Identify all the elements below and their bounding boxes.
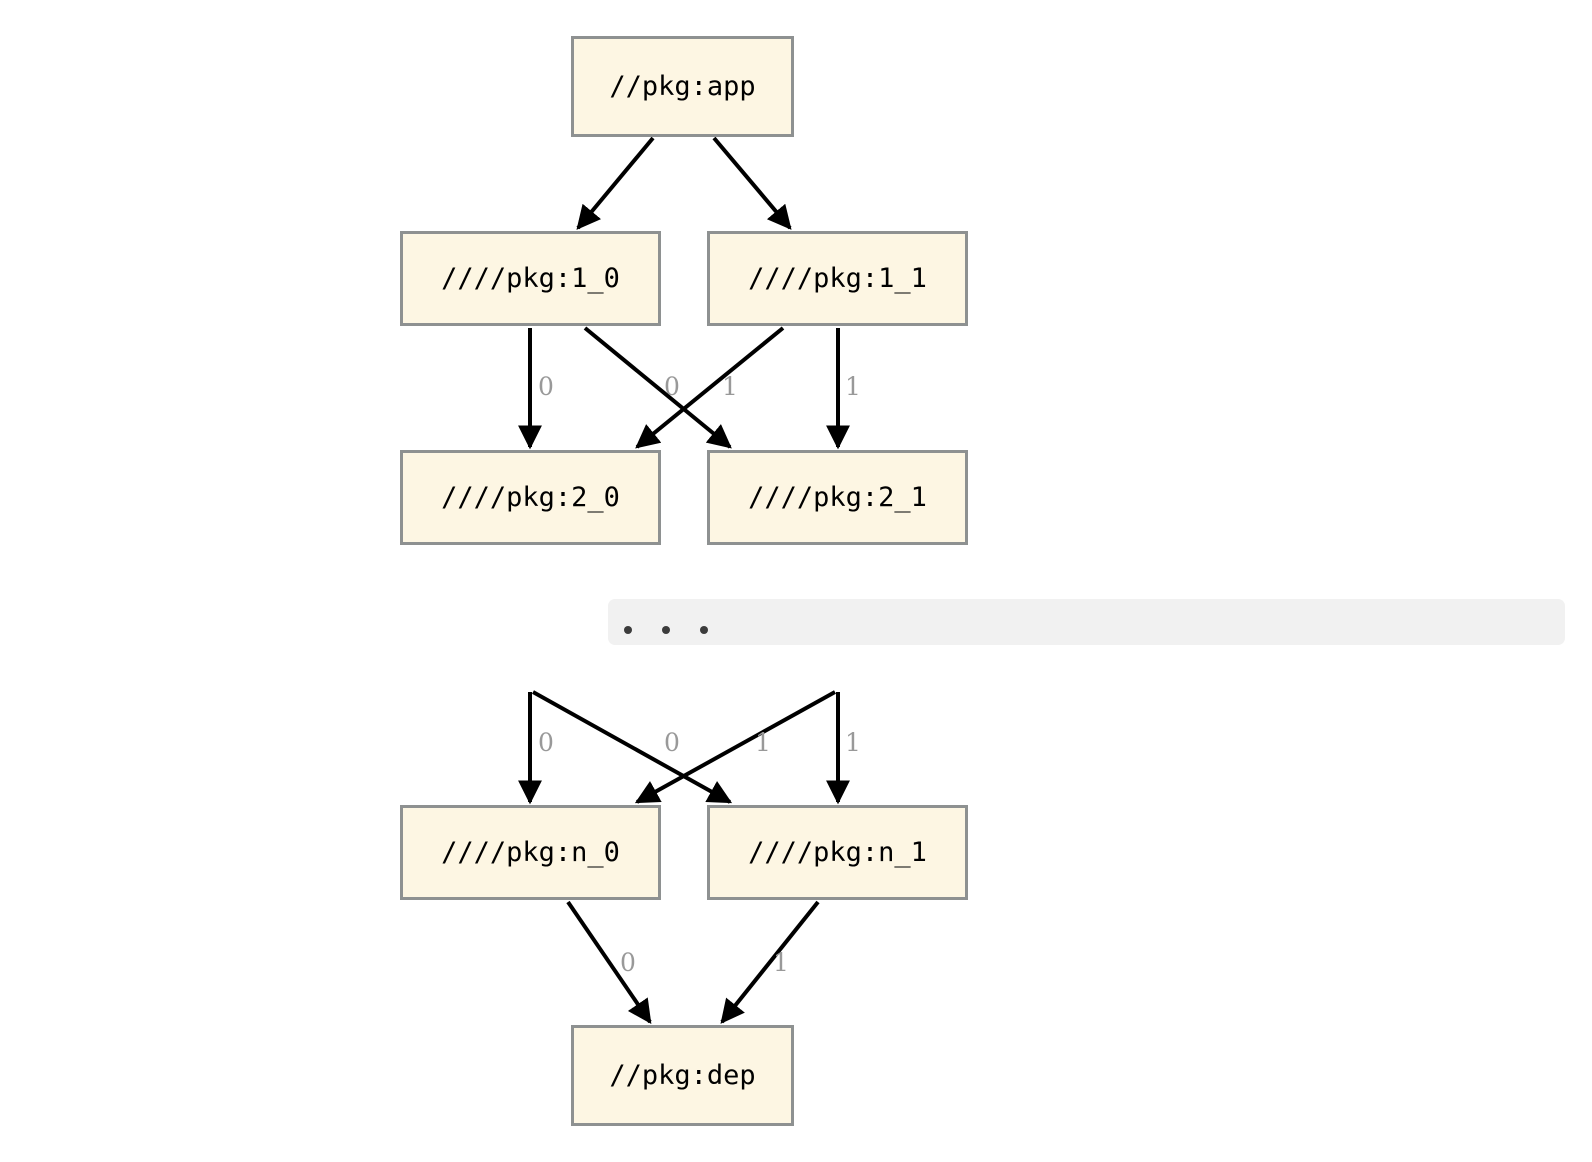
node-label: ////pkg:n_0 [441, 837, 620, 868]
edge-label-1_0-to-2_0: 0 [538, 372, 554, 401]
edge-label-1_1-to-2_0: 1 [722, 372, 738, 401]
edge-1_1-to-2_0 [635, 326, 785, 449]
edge-prev-to-n_1 [532, 690, 733, 804]
ellipsis-dot [624, 626, 632, 634]
edge-n_0-to-dep [566, 900, 652, 1024]
edges-group [518, 136, 850, 1024]
edge-app-to-1_1 [712, 136, 792, 230]
edge-label-prev2-to-n_1: 1 [845, 728, 861, 757]
node-app[interactable]: //pkg:app [571, 36, 794, 137]
node-n2_0[interactable]: ////pkg:2_0 [400, 450, 661, 545]
node-n1_1[interactable]: ////pkg:1_1 [707, 231, 968, 326]
edge-label-prev-to-n_1: 0 [664, 728, 680, 757]
node-nn_1[interactable]: ////pkg:n_1 [707, 805, 968, 900]
node-n2_1[interactable]: ////pkg:2_1 [707, 450, 968, 545]
ellipsis-dot [700, 626, 708, 634]
node-label: ////pkg:n_1 [748, 837, 927, 868]
edge-label-n_0-to-dep: 0 [620, 948, 636, 977]
edge-label-1_0-to-2_1: 0 [664, 372, 680, 401]
edge-prev2-to-n_0 [634, 690, 836, 804]
node-label: //pkg:dep [609, 1060, 756, 1091]
edge-label-n_1-to-dep: 1 [773, 948, 789, 977]
edge-label-1_1-to-2_1: 1 [845, 372, 861, 401]
ellipsis-dots [624, 626, 708, 634]
node-label: ////pkg:1_1 [748, 263, 927, 294]
edge-n_1-to-dep [720, 900, 820, 1024]
edge-label-prev2-to-n_0: 1 [755, 728, 771, 757]
ellipsis-dot [662, 626, 670, 634]
node-label: ////pkg:2_1 [748, 482, 927, 513]
node-label: ////pkg:2_0 [441, 482, 620, 513]
edge-1_0-to-2_1 [583, 326, 732, 449]
node-nn_0[interactable]: ////pkg:n_0 [400, 805, 661, 900]
node-dep[interactable]: //pkg:dep [571, 1025, 794, 1126]
edge-label-prev-to-n_0: 0 [538, 728, 554, 757]
node-n1_0[interactable]: ////pkg:1_0 [400, 231, 661, 326]
truncated-levels-indicator [608, 599, 1565, 645]
node-label: //pkg:app [609, 71, 756, 102]
edge-app-to-1_0 [576, 136, 655, 230]
node-label: ////pkg:1_0 [441, 263, 620, 294]
